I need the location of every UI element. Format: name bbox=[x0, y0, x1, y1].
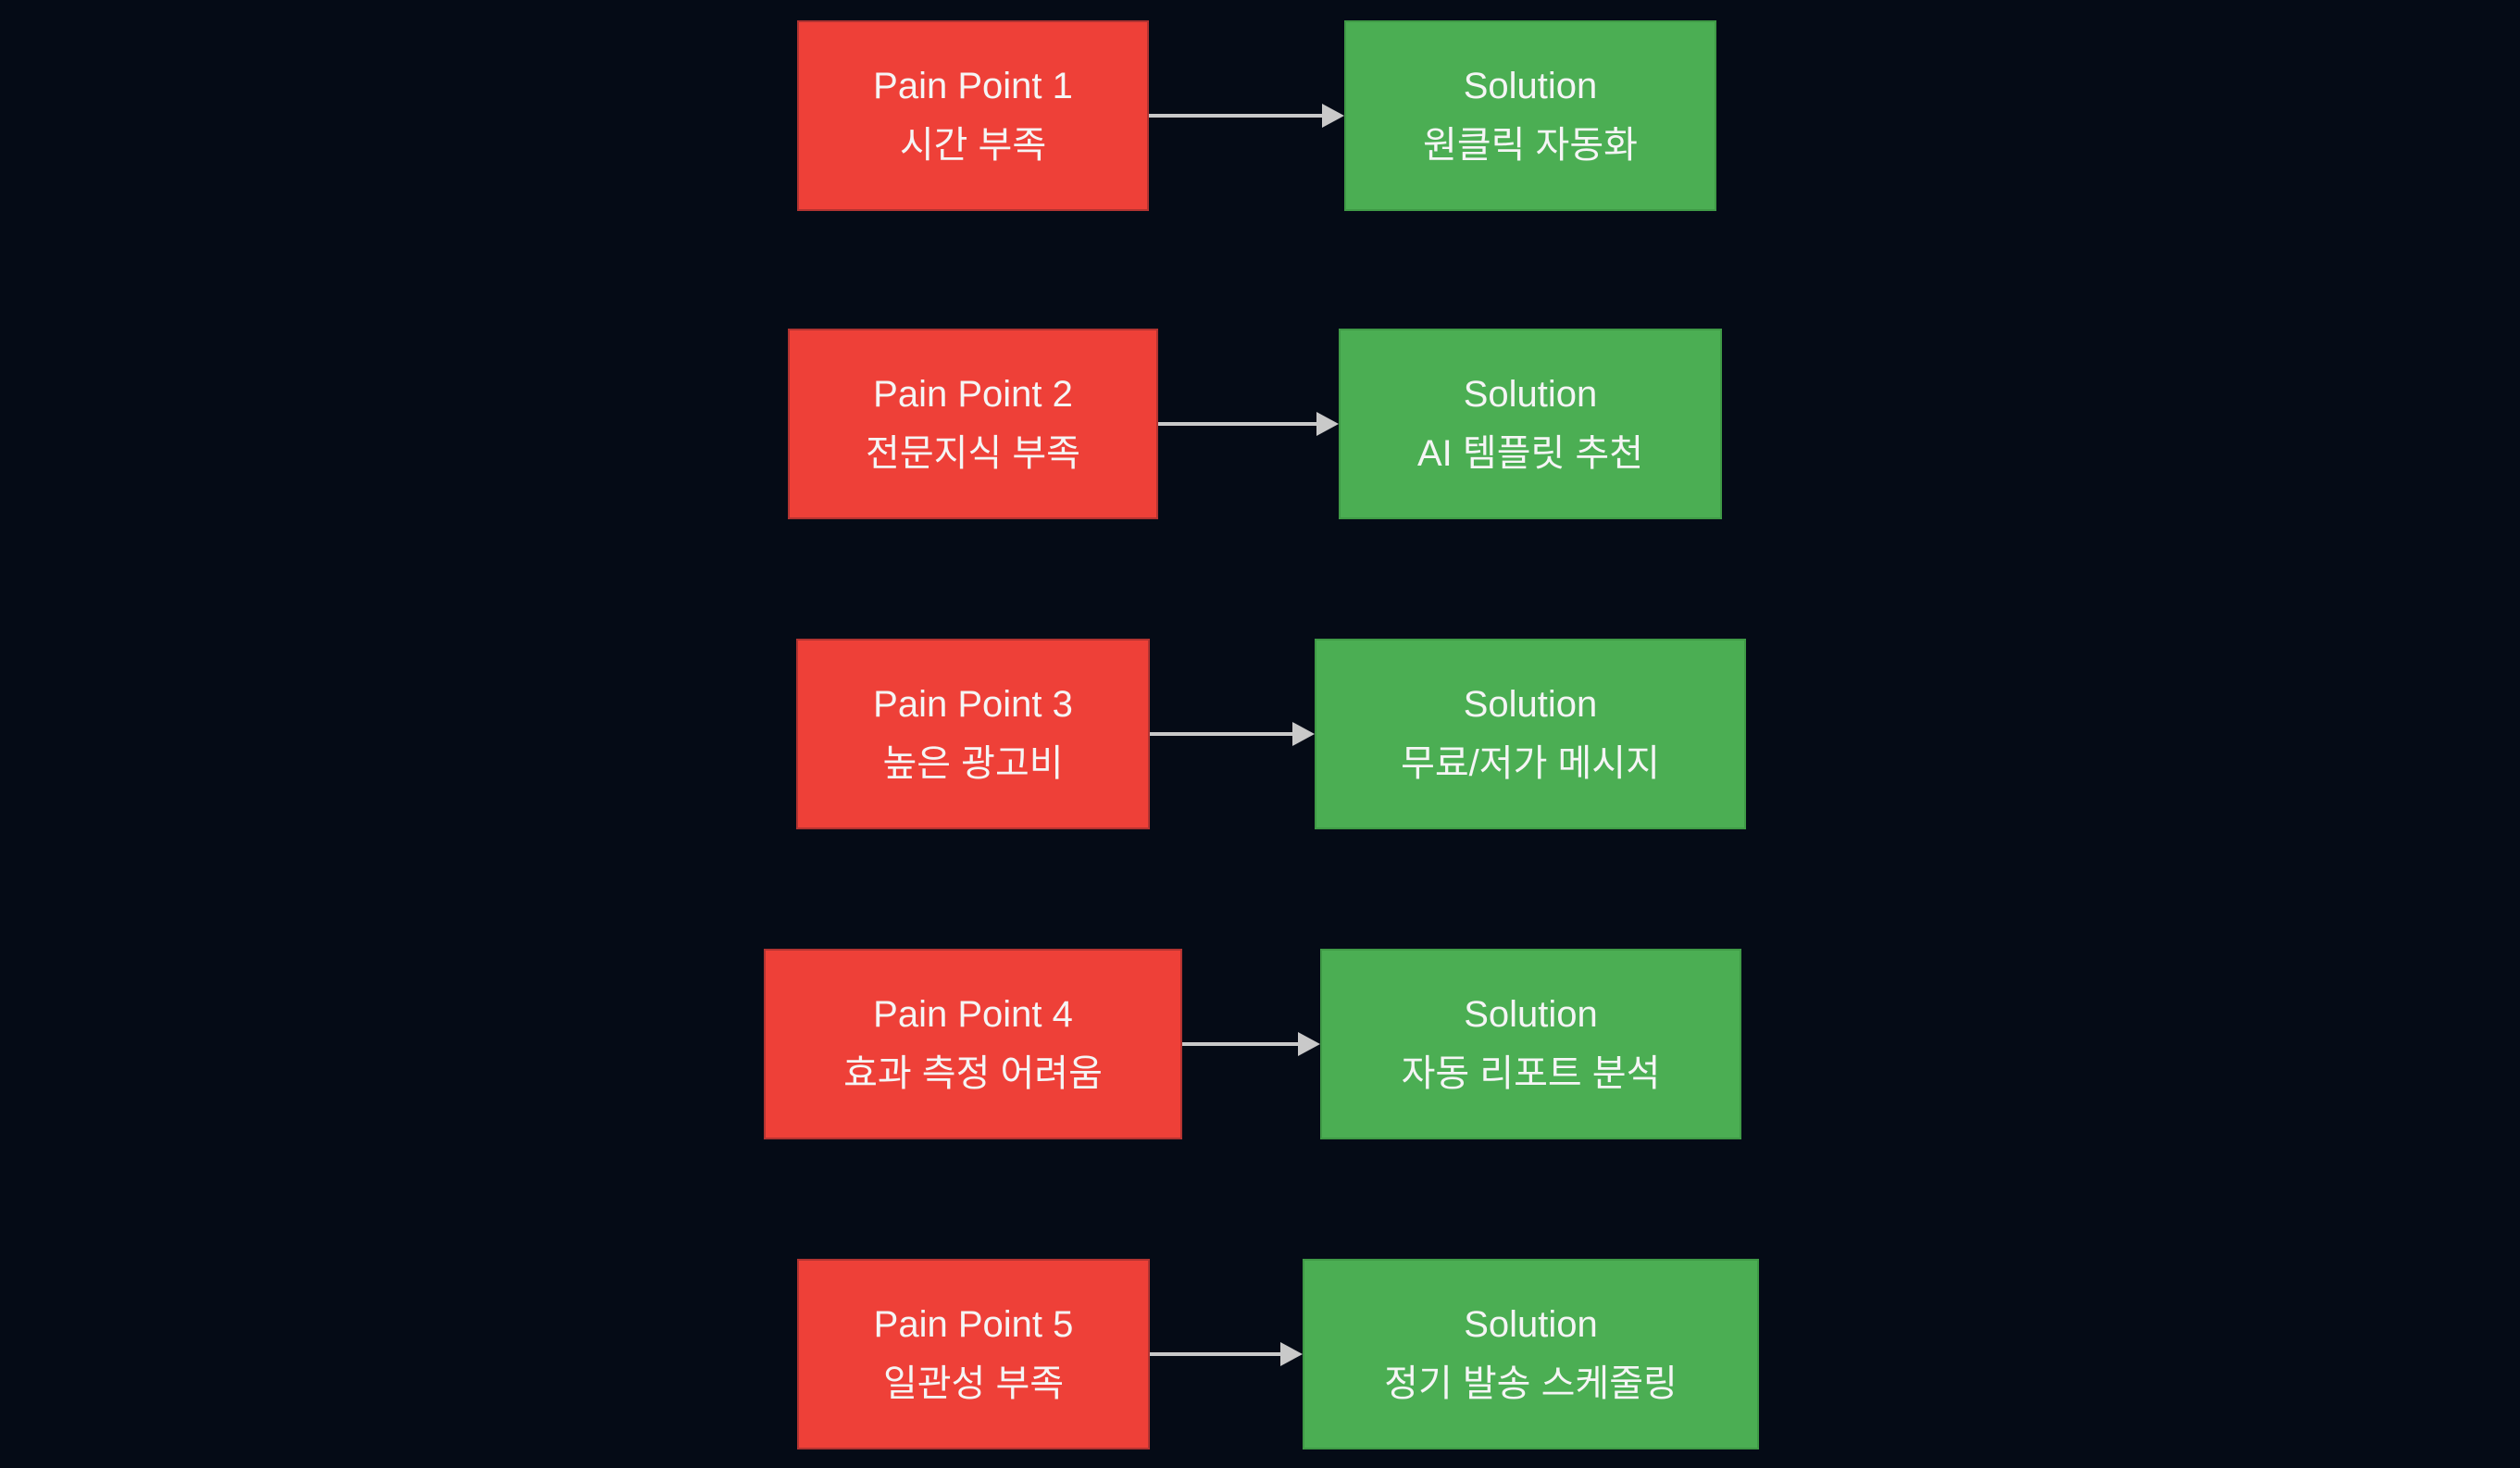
pain-point-label: 효과 측정 어려움 bbox=[843, 1053, 1103, 1094]
solution-label: 무료/저가 메시지 bbox=[1401, 743, 1660, 784]
pain-point-label: 전문지식 부족 bbox=[866, 433, 1080, 474]
arrow-line bbox=[1149, 114, 1322, 118]
solution-label: 정기 발송 스케줄링 bbox=[1384, 1363, 1678, 1404]
solution-label: 자동 리포트 분석 bbox=[1401, 1053, 1661, 1094]
pain-point-title: Pain Point 5 bbox=[873, 1304, 1074, 1345]
solution-title: Solution bbox=[1463, 374, 1598, 415]
solution-label: 원클릭 자동화 bbox=[1423, 125, 1638, 166]
solution-box: Solution AI 템플릿 추천 bbox=[1339, 329, 1722, 519]
pain-point-box: Pain Point 3 높은 광고비 bbox=[796, 639, 1150, 829]
solution-box: Solution 무료/저가 메시지 bbox=[1315, 639, 1746, 829]
arrow-line bbox=[1150, 1352, 1280, 1356]
pain-point-box: Pain Point 1 시간 부족 bbox=[797, 20, 1149, 211]
arrow-head-icon bbox=[1316, 412, 1339, 436]
pain-point-box: Pain Point 2 전문지식 부족 bbox=[788, 329, 1158, 519]
pain-point-box: Pain Point 5 일관성 부족 bbox=[797, 1259, 1150, 1449]
pain-point-box: Pain Point 4 효과 측정 어려움 bbox=[764, 949, 1182, 1139]
arrow-head-icon bbox=[1322, 104, 1344, 128]
solution-title: Solution bbox=[1463, 66, 1598, 106]
pain-point-title: Pain Point 1 bbox=[873, 66, 1073, 106]
solution-box: Solution 원클릭 자동화 bbox=[1344, 20, 1716, 211]
arrow-line bbox=[1150, 732, 1292, 736]
solution-box: Solution 자동 리포트 분석 bbox=[1320, 949, 1741, 1139]
pain-point-title: Pain Point 2 bbox=[873, 374, 1073, 415]
pain-point-label: 일관성 부족 bbox=[882, 1363, 1065, 1404]
arrow-line bbox=[1158, 422, 1316, 426]
arrow-head-icon bbox=[1298, 1032, 1320, 1056]
arrow-line bbox=[1182, 1042, 1298, 1046]
pain-point-title: Pain Point 4 bbox=[873, 994, 1073, 1035]
arrow-head-icon bbox=[1280, 1342, 1303, 1366]
solution-box: Solution 정기 발송 스케줄링 bbox=[1303, 1259, 1759, 1449]
solution-title: Solution bbox=[1464, 1304, 1598, 1345]
arrow-head-icon bbox=[1292, 722, 1315, 746]
pain-point-title: Pain Point 3 bbox=[873, 684, 1073, 725]
solution-label: AI 템플릿 추천 bbox=[1416, 433, 1644, 474]
pain-point-label: 시간 부족 bbox=[899, 125, 1047, 166]
solution-title: Solution bbox=[1463, 684, 1598, 725]
pain-point-label: 높은 광고비 bbox=[882, 743, 1064, 784]
solution-title: Solution bbox=[1464, 994, 1598, 1035]
